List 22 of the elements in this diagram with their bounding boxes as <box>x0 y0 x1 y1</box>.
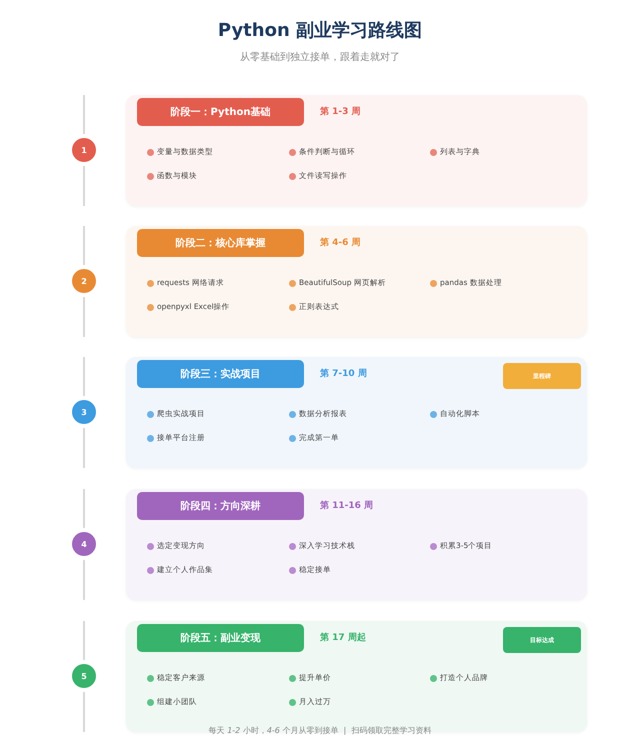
step-circle: 1 <box>72 138 96 162</box>
stage-header: 阶段三：实战项目 <box>137 360 304 388</box>
step-circle: 5 <box>72 664 96 688</box>
stage-header: 阶段四：方向深耕 <box>137 492 304 520</box>
week-label: 第 1-3 周 <box>320 106 361 118</box>
step-circle: 2 <box>72 269 96 293</box>
footer-note: 每天 1-2 小时，4-6 个月从零到接单 | 扫码领取完整学习资料 <box>208 725 432 736</box>
week-label: 第 11-16 周 <box>320 500 374 512</box>
step-circle: 3 <box>72 400 96 424</box>
stage-card <box>126 95 587 206</box>
stage-header: 阶段二：核心库掌握 <box>137 229 304 257</box>
stage-header: 阶段五：副业变现 <box>137 624 304 652</box>
stage-card <box>126 489 587 600</box>
stage-card <box>126 357 587 468</box>
week-label: 第 7-10 周 <box>320 368 367 380</box>
week-label: 第 4-6 周 <box>320 236 361 249</box>
step-circle: 4 <box>72 532 96 556</box>
subtitle: 从零基础到独立接单，跟着走就对了 <box>239 50 401 64</box>
week-label: 第 17 周起 <box>320 632 366 644</box>
stage-card <box>126 226 587 337</box>
title: Python 副业学习路线图 <box>216 19 424 42</box>
stage-header: 阶段一：Python基础 <box>137 98 304 126</box>
